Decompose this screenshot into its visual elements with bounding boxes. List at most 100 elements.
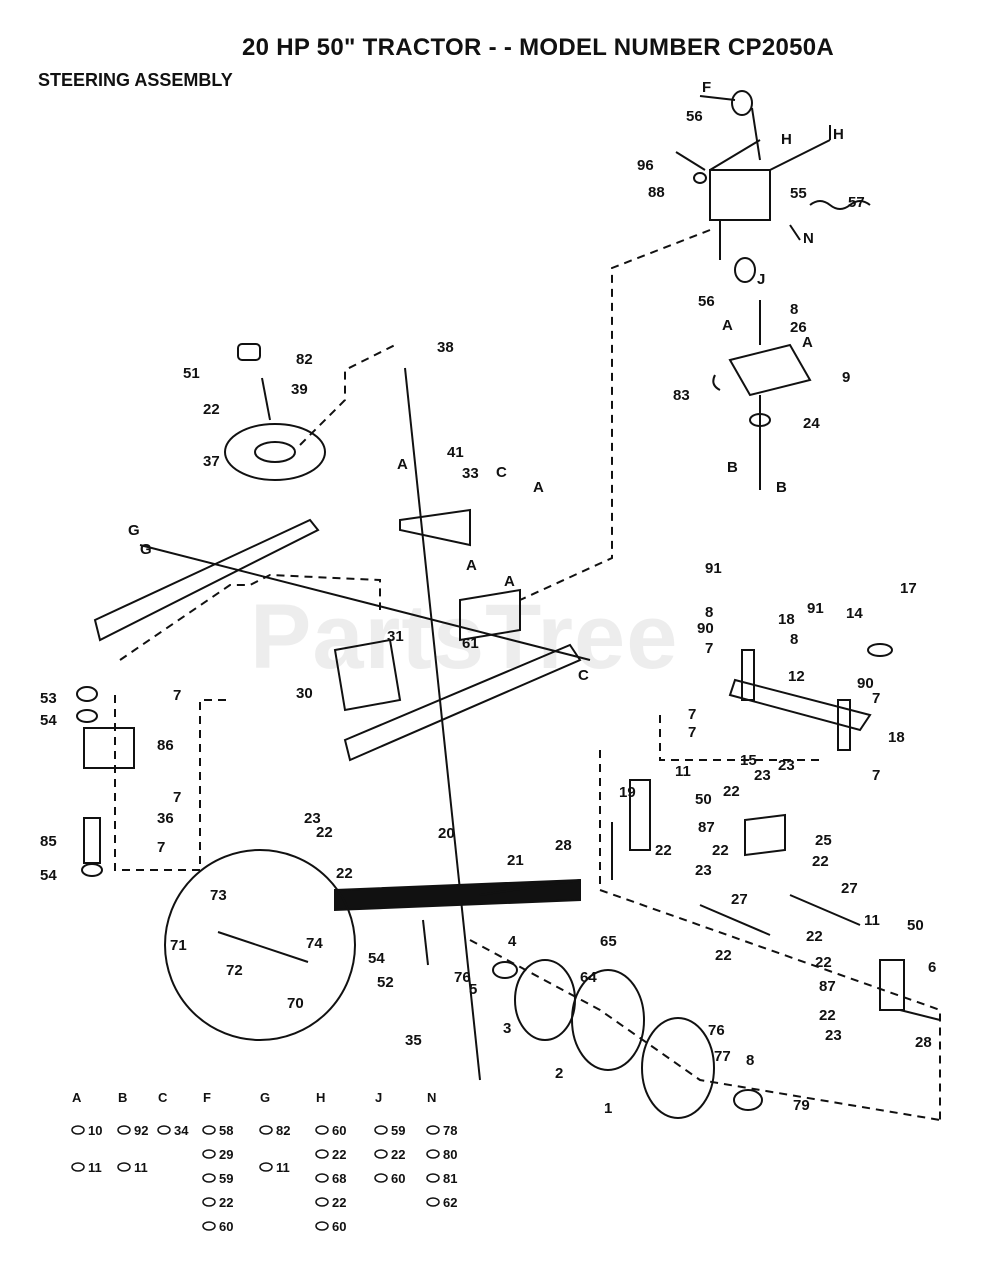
callout-label: 23 xyxy=(825,1027,842,1044)
callout-label: 72 xyxy=(226,962,243,979)
reference-letter: A xyxy=(466,557,477,574)
callout-label: 7 xyxy=(705,640,713,657)
hardware-icon xyxy=(426,1149,440,1159)
section-title: STEERING ASSEMBLY xyxy=(38,70,233,90)
callout-label: 30 xyxy=(296,685,313,702)
legend-part-number: 11 xyxy=(276,1160,290,1175)
legend-part-number: 60 xyxy=(332,1123,346,1138)
spindle-part-19 xyxy=(629,779,651,851)
spring-part-57 xyxy=(809,200,871,210)
reference-letter: B xyxy=(727,459,738,476)
callout-label: 23 xyxy=(778,757,795,774)
legend-part-number: 81 xyxy=(443,1171,457,1186)
hardware-icon xyxy=(71,1125,85,1135)
callout-label: 87 xyxy=(819,978,836,995)
legend-part-number: 59 xyxy=(219,1171,233,1186)
callout-label: 25 xyxy=(815,832,832,849)
callout-label: 35 xyxy=(405,1032,422,1049)
hardware-icon xyxy=(426,1125,440,1135)
callout-label: 19 xyxy=(619,784,636,801)
legend-kit-letter: B xyxy=(118,1090,127,1105)
hardware-icon xyxy=(117,1125,131,1135)
callout-label: 1 xyxy=(604,1100,612,1117)
callout-label: 28 xyxy=(915,1034,932,1051)
hardware-icon xyxy=(374,1173,388,1183)
hardware-icon xyxy=(315,1197,329,1207)
callout-label: 50 xyxy=(695,791,712,808)
callout-label: 38 xyxy=(437,339,454,356)
hardware-icon xyxy=(259,1125,273,1135)
clip-part-83 xyxy=(712,374,721,391)
legend-part-number: 22 xyxy=(391,1147,405,1162)
callout-label: 71 xyxy=(170,937,187,954)
callout-label: 74 xyxy=(306,935,323,952)
callout-label: 15 xyxy=(740,752,757,769)
callout-label: 18 xyxy=(888,729,905,746)
callout-label: 27 xyxy=(841,880,858,897)
reference-letter: A xyxy=(802,334,813,351)
tie-rod-part-27-left xyxy=(699,904,771,936)
legend-part-number: 60 xyxy=(391,1171,405,1186)
legend-kit-letter: F xyxy=(203,1090,211,1105)
callout-label: 7 xyxy=(173,687,181,704)
hardware-icon xyxy=(71,1162,85,1172)
pulley-part-3 xyxy=(514,959,576,1041)
legend-part-number: 60 xyxy=(332,1219,346,1234)
callout-label: 56 xyxy=(698,293,715,310)
tire-part-1 xyxy=(641,1017,715,1119)
callout-label: 96 xyxy=(637,157,654,174)
callout-label: 91 xyxy=(705,560,722,577)
callout-label: 22 xyxy=(203,401,220,418)
tire-part-2 xyxy=(571,969,645,1071)
hardware-icon xyxy=(426,1197,440,1207)
legend-part-number: 10 xyxy=(88,1123,102,1138)
watermark: PartsTree xyxy=(250,586,679,688)
bracket-part-86 xyxy=(83,727,135,769)
hardware-icon xyxy=(202,1197,216,1207)
callout-label: 54 xyxy=(40,867,57,884)
part-54 xyxy=(76,709,98,723)
callout-label: 26 xyxy=(790,319,807,336)
callout-label: 82 xyxy=(296,351,313,368)
hardware-icon xyxy=(259,1162,273,1172)
callout-label: 83 xyxy=(673,387,690,404)
reference-letter: A xyxy=(504,573,515,590)
callout-label: 90 xyxy=(857,675,874,692)
legend-part-number: 78 xyxy=(443,1123,457,1138)
callout-label: 5 xyxy=(469,981,477,998)
hardware-icon xyxy=(202,1149,216,1159)
tie-rod-part-27-right xyxy=(789,894,861,926)
callout-label: 17 xyxy=(900,580,917,597)
part-53 xyxy=(76,686,98,702)
reference-letter: C xyxy=(496,464,507,481)
reference-letter: G xyxy=(128,522,140,539)
axle-part-12 xyxy=(728,678,872,732)
callout-label: 39 xyxy=(291,381,308,398)
legend-part-number: 62 xyxy=(443,1195,457,1210)
plate-part-30 xyxy=(333,638,402,712)
callout-label: 7 xyxy=(688,724,696,741)
callout-label: 64 xyxy=(580,969,597,986)
callout-label: 23 xyxy=(695,862,712,879)
callout-label: 85 xyxy=(40,833,57,850)
legend-kit-letter: H xyxy=(316,1090,325,1105)
callout-label: 86 xyxy=(157,737,174,754)
spindle-right xyxy=(837,699,851,751)
callout-label: 11 xyxy=(675,763,691,780)
bushing-part-5 xyxy=(492,961,518,979)
callout-label: 54 xyxy=(40,712,57,729)
callout-label: 51 xyxy=(183,365,200,382)
legend-part-number: 59 xyxy=(391,1123,405,1138)
steering-wheel-part-37 xyxy=(224,423,326,481)
frame-rail-left xyxy=(93,518,320,642)
reference-letter: A xyxy=(397,456,408,473)
spindle-left xyxy=(741,649,755,701)
callout-label: 7 xyxy=(157,839,165,856)
callout-label: 18 xyxy=(778,611,795,628)
callout-label: 41 xyxy=(447,444,464,461)
bracket-part-33 xyxy=(399,508,471,547)
bracket-part-9 xyxy=(728,343,812,397)
hardware-icon xyxy=(315,1173,329,1183)
callout-label: 22 xyxy=(336,865,353,882)
